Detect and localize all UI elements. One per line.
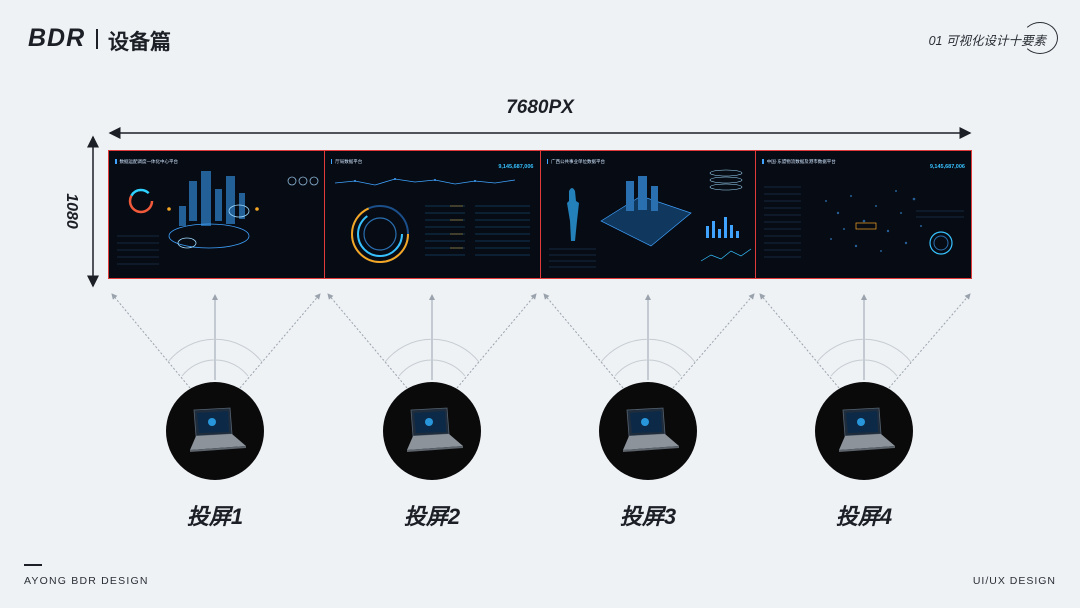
projection-lines <box>111 293 971 389</box>
panel-2-title: 厅局数据平台 <box>331 159 362 165</box>
panel-3-graphics <box>548 169 751 268</box>
panel-1-title: 数据运配调度一体化中心平台 <box>115 159 179 165</box>
chapter-ring-decoration <box>1022 22 1058 54</box>
projection-label-2: 投屏2 <box>403 504 461 529</box>
large-display-screen: 数据运配调度一体化中心平台 <box>108 150 972 279</box>
panel-4-graphics <box>764 186 965 258</box>
panel-4-title: 中国·东盟物流数据及港市数据平台 <box>762 159 836 165</box>
section-title: 设备篇 <box>108 31 171 54</box>
panel-2-graphics <box>334 178 530 263</box>
projection-label-3: 投屏3 <box>619 504 677 529</box>
screen-panel-4: 中国·东盟物流数据及港市数据平台 9,145,687,006 <box>756 151 971 278</box>
laptop-device-2 <box>383 382 481 480</box>
laptop-icon <box>839 407 895 452</box>
screen-panel-2: 厅局数据平台 9,145,687,006 <box>325 151 541 278</box>
laptop-icon <box>623 407 679 452</box>
width-dimension-label: 7680PX <box>506 97 574 118</box>
laptop-device-3 <box>599 382 697 480</box>
projection-label-4: 投屏4 <box>835 504 893 529</box>
logo-divider <box>96 29 98 49</box>
chapter-label: 01 可视化设计十要素 <box>928 34 1046 48</box>
laptop-icon <box>190 407 246 452</box>
panel-3-title: 广西公共事业单位数据平台 <box>547 159 605 165</box>
panel-2-number: 9,145,687,006 <box>498 164 534 170</box>
footer-divider <box>24 564 42 566</box>
brand-logo: BDR <box>28 24 86 52</box>
footer-tagline: UI/UX DESIGN <box>972 575 1056 587</box>
screen-panel-1: 数据运配调度一体化中心平台 <box>109 151 325 278</box>
laptop-device-1 <box>166 382 264 480</box>
screen-panel-3: 广西公共事业单位数据平台 <box>541 151 757 278</box>
panel-4-number: 9,145,687,006 <box>929 164 965 170</box>
laptop-icon <box>407 407 463 452</box>
panel-1-graphics <box>117 171 319 265</box>
footer-brand: AYONG BDR DESIGN <box>24 575 149 587</box>
projection-label-1: 投屏1 <box>186 504 244 529</box>
laptop-device-4 <box>815 382 913 480</box>
